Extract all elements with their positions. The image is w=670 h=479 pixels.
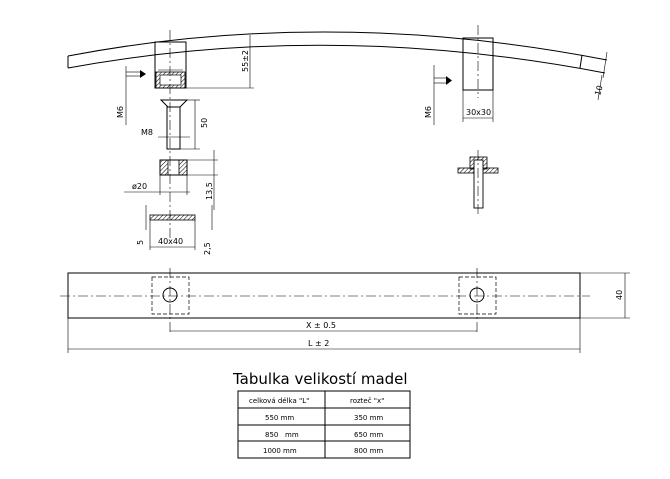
table-cell: 550 mm [265,414,294,422]
table-cell: 800 mm [354,447,383,455]
total-length-label: L ± 2 [308,339,329,348]
table-header-spacing: rozteč "x" [350,397,384,405]
left-mount-block [154,30,187,240]
left-thread-label: M6 [116,106,125,118]
table-title: Tabulka velikostí madel [232,370,408,388]
left-thread-callout: M6 [116,66,146,125]
plate-offset-label: 2,5 [203,242,212,255]
size-table: Tabulka velikostí madel celková délka "L… [232,370,411,459]
table-cell: 350 mm [354,414,383,422]
screw-length-label: 50 [200,118,209,128]
plan-width-label: 40 [615,290,624,300]
table-cell: 1000 mm [263,447,297,455]
table-cell: 650 mm [354,431,383,439]
plate-thickness-label: 5 [136,240,145,245]
right-thread-label: M6 [424,106,433,118]
base-plate: 40x40 5 2,5 [136,205,213,255]
bar-thickness-label: 10 [593,84,604,96]
height-dimension: 55±2 [186,35,254,89]
height-dimension-label: 55±2 [241,50,250,72]
bar-thickness-dimension: 10 [593,74,605,101]
plan-view: 40 X ± 0.5 L ± 2 [60,268,630,353]
nut-diameter-label: ø20 [132,182,147,191]
screw-thread-label: M8 [141,128,153,137]
right-thread-callout: M6 [424,65,452,125]
table-cell: 850 mm [265,431,299,439]
table-header-length: celková délka "L" [249,397,309,405]
plate-size-label: 40x40 [158,237,183,246]
curved-handle-bar [67,31,608,79]
block-size-label: 30x30 [466,108,491,117]
hole-spacing-label: X ± 0.5 [306,321,336,330]
countersunk-screw: 50 M8 [141,99,209,150]
nut: 13,5 ø20 [124,150,218,210]
nut-height-label: 13,5 [205,182,214,200]
right-mount-block: 30x30 [462,25,494,122]
assembly-section [457,150,499,215]
